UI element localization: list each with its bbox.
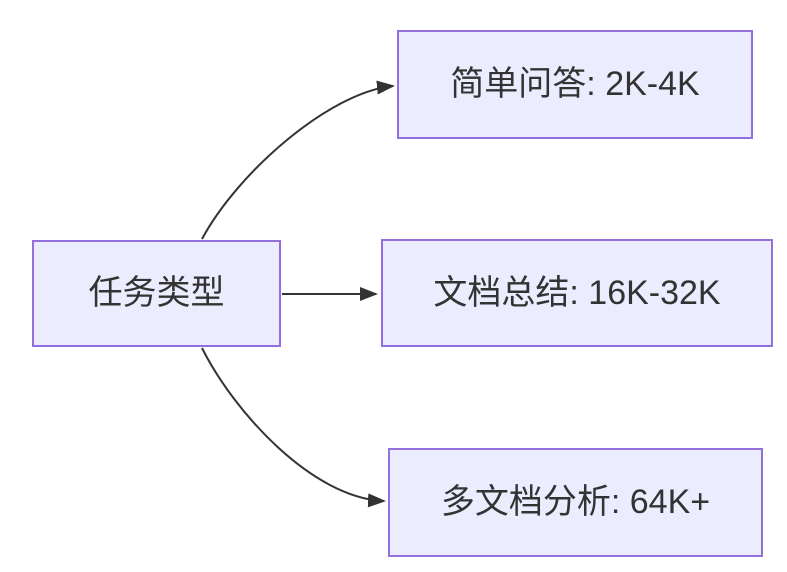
edge-root-to-multi-doc [201,347,386,508]
node-simple-qa-label: 简单问答: 2K-4K [450,65,700,104]
node-task-type-label: 任务类型 [88,274,225,313]
node-simple-qa: 简单问答: 2K-4K [397,30,753,139]
node-doc-summary: 文档总结: 16K-32K [381,239,773,347]
node-multi-doc-label: 多文档分析: 64K+ [440,483,711,522]
node-task-type: 任务类型 [32,240,281,347]
edge-root-to-simple-qa [201,80,395,240]
node-multi-doc: 多文档分析: 64K+ [388,448,763,557]
node-doc-summary-label: 文档总结: 16K-32K [433,273,721,312]
